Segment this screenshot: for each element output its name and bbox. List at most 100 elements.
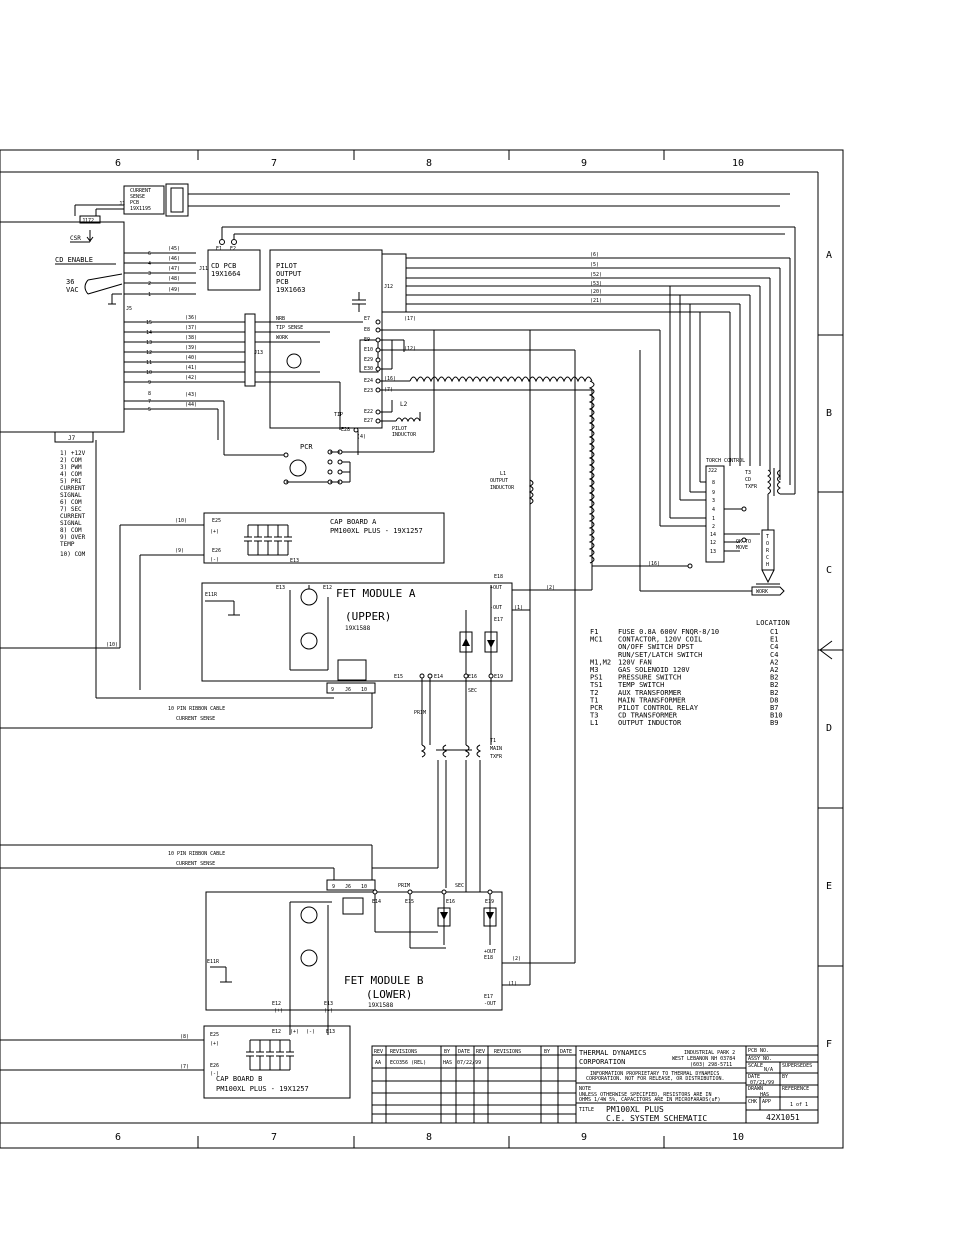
current-sense-j-label: J1	[119, 201, 125, 207]
inductor-chain	[409, 376, 595, 564]
j7-pin: 9) OVER	[60, 534, 86, 541]
fet-b-e11r: E11R	[207, 959, 220, 965]
wire-number: (45)	[168, 246, 180, 252]
sheet-number: 1 of 1	[790, 1102, 808, 1108]
pcr-relay: PCR	[283, 330, 435, 485]
ribbon-a: 10 PIN RIBBON CABLE CURRENT SENSE (10)	[0, 440, 373, 729]
j13-block: J13 NRB TIP SENSE WORK	[244, 313, 363, 387]
wire-number: (21)	[590, 298, 602, 304]
legend-desc: ON/OFF SWITCH DPST	[618, 643, 695, 651]
j6-pin: 10	[361, 687, 367, 693]
legend-desc: 120V FAN	[618, 658, 652, 666]
j7-pin: 5) PRI	[60, 478, 82, 485]
wire-number: (4)	[357, 434, 366, 440]
cd-pcb: CD PCB 19X1664 J11 E1 E2	[199, 226, 795, 291]
rev-header: REVISIONS	[494, 1049, 521, 1055]
field-label: SCALE	[748, 1063, 763, 1069]
company-address: (603) 298-5711	[690, 1062, 732, 1068]
legend-code: M3	[590, 666, 598, 674]
j6-pin: 10	[361, 884, 367, 890]
torch-letter: T	[766, 534, 769, 540]
j22-pin: 9	[712, 490, 715, 496]
drawing-number: 42X1051	[766, 1113, 800, 1122]
column-label: 6	[115, 158, 121, 169]
wire-number: (10)	[106, 642, 118, 648]
column-label: 10	[732, 1132, 744, 1143]
rev-cell: ECO356 (REL)	[390, 1060, 426, 1066]
wire-number: (49)	[168, 287, 180, 293]
cap-b-minus-2: (-)	[306, 1029, 315, 1035]
cap-board-a: CAP BOARD A PM100XL PLUS - 19X1257 E25 (…	[119, 512, 445, 690]
proprietary-notice: CORPORATION. NOT FOR RELEASE, OR DISTRIB…	[586, 1076, 724, 1082]
fet-a-sub: (UPPER)	[345, 610, 391, 623]
j7-pin: 6) COM	[60, 499, 82, 506]
pin-number: 13	[146, 340, 152, 346]
cd-pcb-label: 19X1664	[211, 270, 241, 278]
wire-number: (1)	[514, 605, 523, 611]
j5-pin-numbers: 6 4 3 2 1 15 14 13 12 11 10 9 8 7 5	[146, 251, 152, 413]
l1-label: L1	[500, 471, 506, 477]
rev-header: REV	[374, 1049, 383, 1055]
legend-code: T1	[590, 696, 598, 704]
fet-b-e18: E18	[484, 955, 493, 961]
wire-number: (10)	[175, 518, 187, 524]
vac-label-2: VAC	[66, 286, 79, 294]
j7-pin: 3) PWM	[60, 464, 82, 471]
pin-number: 6	[148, 251, 151, 257]
wire-number: (53)	[590, 281, 602, 287]
t3-label: TXFR	[745, 484, 758, 490]
cap-board-b: CAP BOARD B PM100XL PLUS - 19X1257 E25 (…	[0, 1025, 351, 1099]
cap-b-e13: E13	[326, 1029, 335, 1035]
field-label: APP	[762, 1099, 771, 1105]
legend-desc: PILOT CONTROL RELAY	[618, 704, 699, 712]
cap-b-plus-2: (+)	[290, 1029, 299, 1035]
wire-number: (37)	[185, 325, 197, 331]
current-sense-pcb: CURRENT SENSE PCB 19X1195 J1	[119, 183, 790, 217]
cap-a-title: CAP BOARD A	[330, 518, 377, 526]
e1-label: E1	[216, 246, 222, 252]
legend-desc: AUX TRANSFORMER	[618, 689, 682, 697]
pin-number: 7	[148, 399, 151, 405]
field-label: DATE	[748, 1074, 760, 1080]
legend-code: PS1	[590, 674, 603, 682]
field-label: SUPERSEDES	[782, 1063, 812, 1069]
legend-loc: C1	[770, 628, 778, 636]
e-label: E29	[364, 357, 373, 363]
wire-number: (40)	[185, 355, 197, 361]
transformer-winding	[420, 744, 448, 758]
row-label: A	[826, 250, 832, 261]
cap-a-e13: E13	[290, 558, 299, 564]
wire-number: (17)	[404, 316, 416, 322]
fet-module-a: FET MODULE A (UPPER) 19X1588 E11R E13 E1…	[201, 574, 592, 694]
legend-loc: B10	[770, 712, 783, 720]
j22-pin: 8	[712, 480, 715, 486]
j7-pin: 7) SEC	[60, 506, 82, 513]
j7-pin: 1) +12V	[60, 450, 86, 457]
l1-inductor: L1 OUTPUT INDUCTOR	[490, 330, 534, 985]
ribbon-b: 10 PIN RIBBON CABLE CURRENT SENSE PRIM S…	[0, 844, 464, 889]
ribbon-a-label: 10 PIN RIBBON CABLE	[168, 706, 225, 712]
pcr-label: PCR	[300, 443, 313, 451]
legend-code: PCR	[590, 704, 603, 712]
j7-pin: SIGNAL	[60, 492, 82, 499]
sec-label: SEC	[455, 883, 464, 889]
tip-label: TIP	[334, 412, 343, 418]
e-label: E9	[364, 337, 370, 343]
field-label: ASSY NO.	[748, 1056, 772, 1062]
row-label: D	[826, 723, 832, 734]
legend-code: T2	[590, 689, 598, 697]
l2-sub: PILOT	[392, 426, 407, 432]
fet-b-minus-out: -OUT	[484, 1001, 496, 1007]
pin-number: 8	[148, 391, 151, 397]
column-label: 9	[581, 158, 587, 169]
fet-b-e13: E13	[324, 1001, 333, 1007]
cap-b-e12: E12	[272, 1029, 281, 1035]
wire-number: (16)	[648, 561, 660, 567]
legend-loc: E1	[770, 636, 778, 644]
current-sense-label: PCB	[130, 200, 139, 206]
t3-label: CD	[745, 477, 751, 483]
tip-sense-label: TIP SENSE	[276, 325, 303, 331]
e-label: E30	[364, 366, 373, 372]
wire-number: (47)	[168, 266, 180, 272]
